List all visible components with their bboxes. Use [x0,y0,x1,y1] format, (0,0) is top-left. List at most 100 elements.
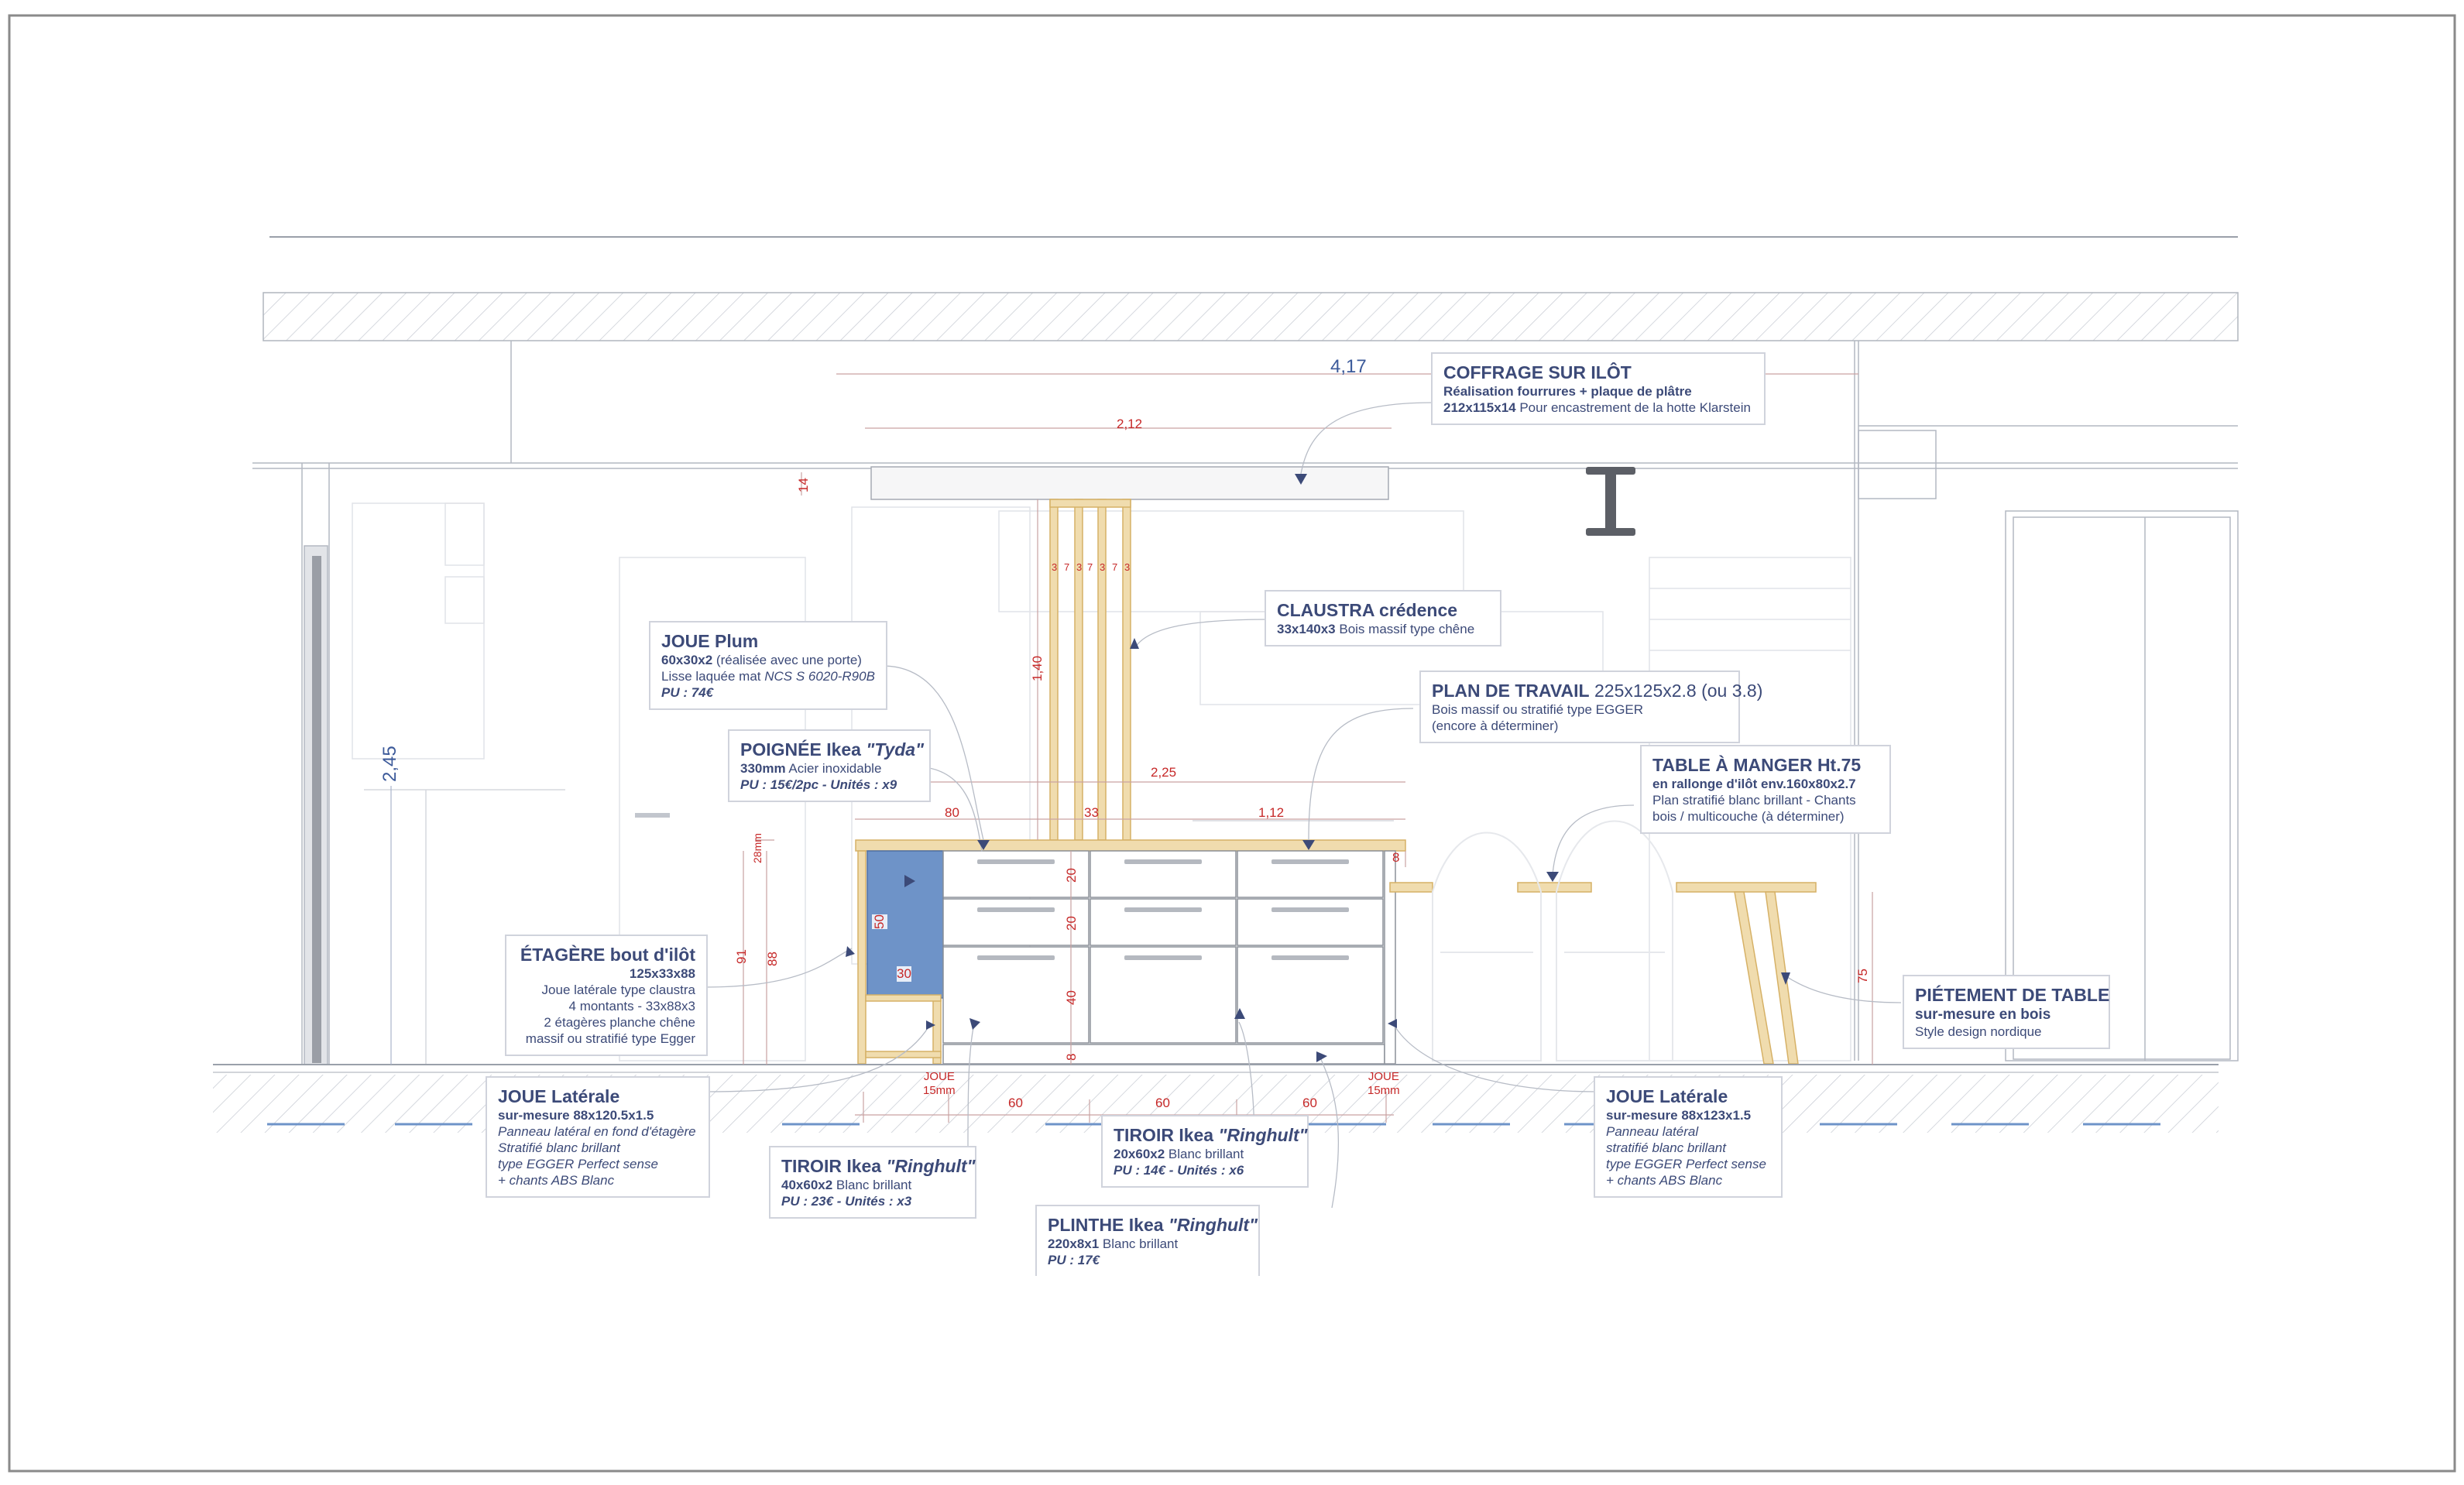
callout-plan-travail-line2: (encore à déterminer) [1432,718,1559,733]
callout-etagere-line5: massif ou stratifié type Egger [525,1031,695,1046]
callout-joue-plum-dims: 60x30x2 [661,653,713,667]
callout-coffrage: COFFRAGE SUR ILÔT Réalisation fourrures … [1431,352,1766,425]
callout-tiroir-40-model: "Ringhult" [886,1156,976,1176]
callout-claustra-title: CLAUSTRA crédence [1277,600,1458,620]
ceiling [263,236,2239,341]
drawer-handles [977,859,1349,960]
coffrage-box [870,466,1389,500]
dim-claustra-gap-7: 3 [1124,561,1131,573]
callout-coffrage-line2: Pour encastrement de la hotte Klarstein [1515,400,1751,415]
callout-etagere-title: ÉTAGÈRE bout d'ilôt [520,945,695,965]
callout-joue-plum-title: JOUE Plum [661,631,759,651]
callout-etagere-line2: Joue latérale type claustra [541,983,695,997]
callout-joue-left-line5: + chants ABS Blanc [498,1173,615,1188]
dim-joue-left: JOUE 15mm [923,1070,956,1097]
dim-drawer-20a: 20 [1064,868,1079,883]
callout-claustra: CLAUSTRA crédence 33x140x3 Bois massif t… [1265,590,1501,646]
callout-etagere-line4: 2 étagères planche chêne [544,1015,695,1030]
callout-joue-right-line5: + chants ABS Blanc [1606,1173,1723,1188]
callout-joue-left-line4: type EGGER Perfect sense [498,1157,658,1171]
callout-poignee: POIGNÉE Ikea "Tyda" 330mm Acier inoxidab… [728,729,931,802]
callout-joue-left-dims: sur-mesure 88x120.5x1.5 [498,1108,654,1123]
callout-joue-right-line4: type EGGER Perfect sense [1606,1157,1766,1171]
callout-tiroir-40: TIROIR Ikea "Ringhult" 40x60x2 Blanc bri… [769,1146,976,1219]
callout-joue-left-line3: Stratifié blanc brillant [498,1140,620,1155]
callout-claustra-line1: Bois massif type chêne [1335,622,1475,636]
callout-joue-right-line2: Panneau latéral [1606,1124,1699,1139]
dim-worktop-part: 1,12 [1258,805,1285,820]
dim-joue-right: JOUE 15mm [1368,1070,1400,1097]
dim-claustra-gap-6: 7 [1112,561,1118,573]
callout-joue-left-title: JOUE Latérale [498,1086,620,1106]
sheet-border [8,14,2456,1473]
callout-plinthe-dims: 220x8x1 [1048,1236,1100,1251]
callout-plinthe-line1: Blanc brillant [1099,1236,1179,1251]
dim-height-88: 88 [765,952,780,966]
callout-tiroir-20-line1: Blanc brillant [1165,1147,1244,1161]
callout-joue-plum-line1: (réalisée avec une porte) [712,653,862,667]
dim-drawer-20b: 20 [1064,916,1079,931]
dim-claustra-width: 33 [1084,805,1099,820]
callout-pietement-line1: Style design nordique [1915,1024,2042,1039]
dim-height-91: 91 [734,949,749,964]
callout-coffrage-title: COFFRAGE SUR ILÔT [1443,362,1632,382]
callout-pietement-subtitle: sur-mesure en bois [1915,1007,2051,1023]
callout-plan-travail: PLAN DE TRAVAIL 225x125x2.8 (ou 3.8) Boi… [1419,670,1762,743]
dim-claustra-gap-1: 3 [1052,561,1058,573]
dim-overhang: 8 [1392,850,1400,865]
dim-worktop-thickness: 28mm [751,833,764,863]
callout-joue-left: JOUE Latérale sur-mesure 88x120.5x1.5 Pa… [486,1076,710,1198]
callout-tiroir-20-price: PU : 14€ - Unités : x6 [1114,1163,1244,1178]
callout-etagere-dims: 125x33x88 [629,966,695,981]
callout-joue-plum-price: PU : 74€ [661,685,714,700]
leader-lines [704,402,1902,1209]
callout-tiroir-20-model: "Ringhult" [1218,1125,1308,1145]
callout-joue-right-title: JOUE Latérale [1606,1086,1728,1106]
callout-poignee-title: POIGNÉE Ikea [740,739,867,760]
callout-joue-plum-line2: Lisse laquée mat [661,669,765,684]
dim-total-width: 4,17 [1330,356,1367,377]
callout-tiroir-20: TIROIR Ikea "Ringhult" 20x60x2 Blanc bri… [1101,1115,1309,1188]
callout-plan-travail-title: PLAN DE TRAVAIL [1432,681,1590,701]
callout-etagere-line3: 4 montants - 33x88x3 [568,999,695,1013]
callout-tiroir-40-line1: Blanc brillant [832,1178,912,1192]
callout-table: TABLE À MANGER Ht.75 en rallonge d'ilôt … [1640,745,1891,834]
worktop [855,839,1406,852]
callout-poignee-model: "Tyda" [866,739,924,760]
dim-coffrage-height: 14 [796,478,811,492]
callout-table-line3: bois / multicouche (à déterminer) [1652,809,1845,824]
dim-claustra-gap-4: 7 [1087,561,1093,573]
steel-i-beam [1586,467,1635,536]
callout-poignee-line1: Acier inoxidable [785,761,882,776]
callout-tiroir-40-title: TIROIR Ikea [781,1156,887,1176]
callout-joue-right: JOUE Latérale sur-mesure 88x123x1.5 Pann… [1594,1076,1783,1198]
callout-coffrage-dims: 212x115x14 [1443,400,1516,415]
dim-drawer-width-2: 60 [1155,1096,1170,1110]
callout-plinthe-price: PU : 17€ [1048,1253,1100,1267]
callout-tiroir-20-dims: 20x60x2 [1114,1147,1165,1161]
callout-tiroir-40-dims: 40x60x2 [781,1178,833,1192]
dim-claustra-height: 1,40 [1030,655,1045,681]
callout-claustra-dims: 33x140x3 [1277,622,1336,636]
callout-plinthe: PLINTHE Ikea "Ringhult" 220x8x1 Blanc br… [1035,1205,1260,1276]
callout-etagere: ÉTAGÈRE bout d'ilôt 125x33x88 Joue latér… [505,935,708,1056]
dim-shelf-50: 50 [872,914,887,929]
callout-joue-plum: JOUE Plum 60x30x2 (réalisée avec une por… [649,621,887,710]
dim-shelf-width: 80 [945,805,959,820]
dim-claustra-gap-5: 3 [1100,561,1106,573]
end-shelf [857,850,944,1065]
dining-table [1389,820,1817,1065]
callout-plinthe-title: PLINTHE Ikea [1048,1215,1169,1235]
callout-poignee-dims: 330mm [740,761,786,776]
dim-shelf-30: 30 [897,966,911,982]
callout-table-title: TABLE À MANGER Ht.75 [1652,755,1862,775]
callout-plan-travail-line1: Bois massif ou stratifié type EGGER [1432,702,1644,717]
callout-joue-right-line3: stratifié blanc brillant [1606,1140,1726,1155]
callout-pietement: PIÉTEMENT DE TABLE sur-mesure en bois St… [1903,975,2110,1049]
dim-plinth: 8 [1064,1053,1079,1061]
callout-plinthe-model: "Ringhult" [1168,1215,1258,1235]
callout-joue-right-dims: sur-mesure 88x123x1.5 [1606,1108,1752,1123]
callout-coffrage-line1: Réalisation fourrures + plaque de plâtre [1443,384,1692,399]
dim-claustra-gap-2: 7 [1064,561,1070,573]
